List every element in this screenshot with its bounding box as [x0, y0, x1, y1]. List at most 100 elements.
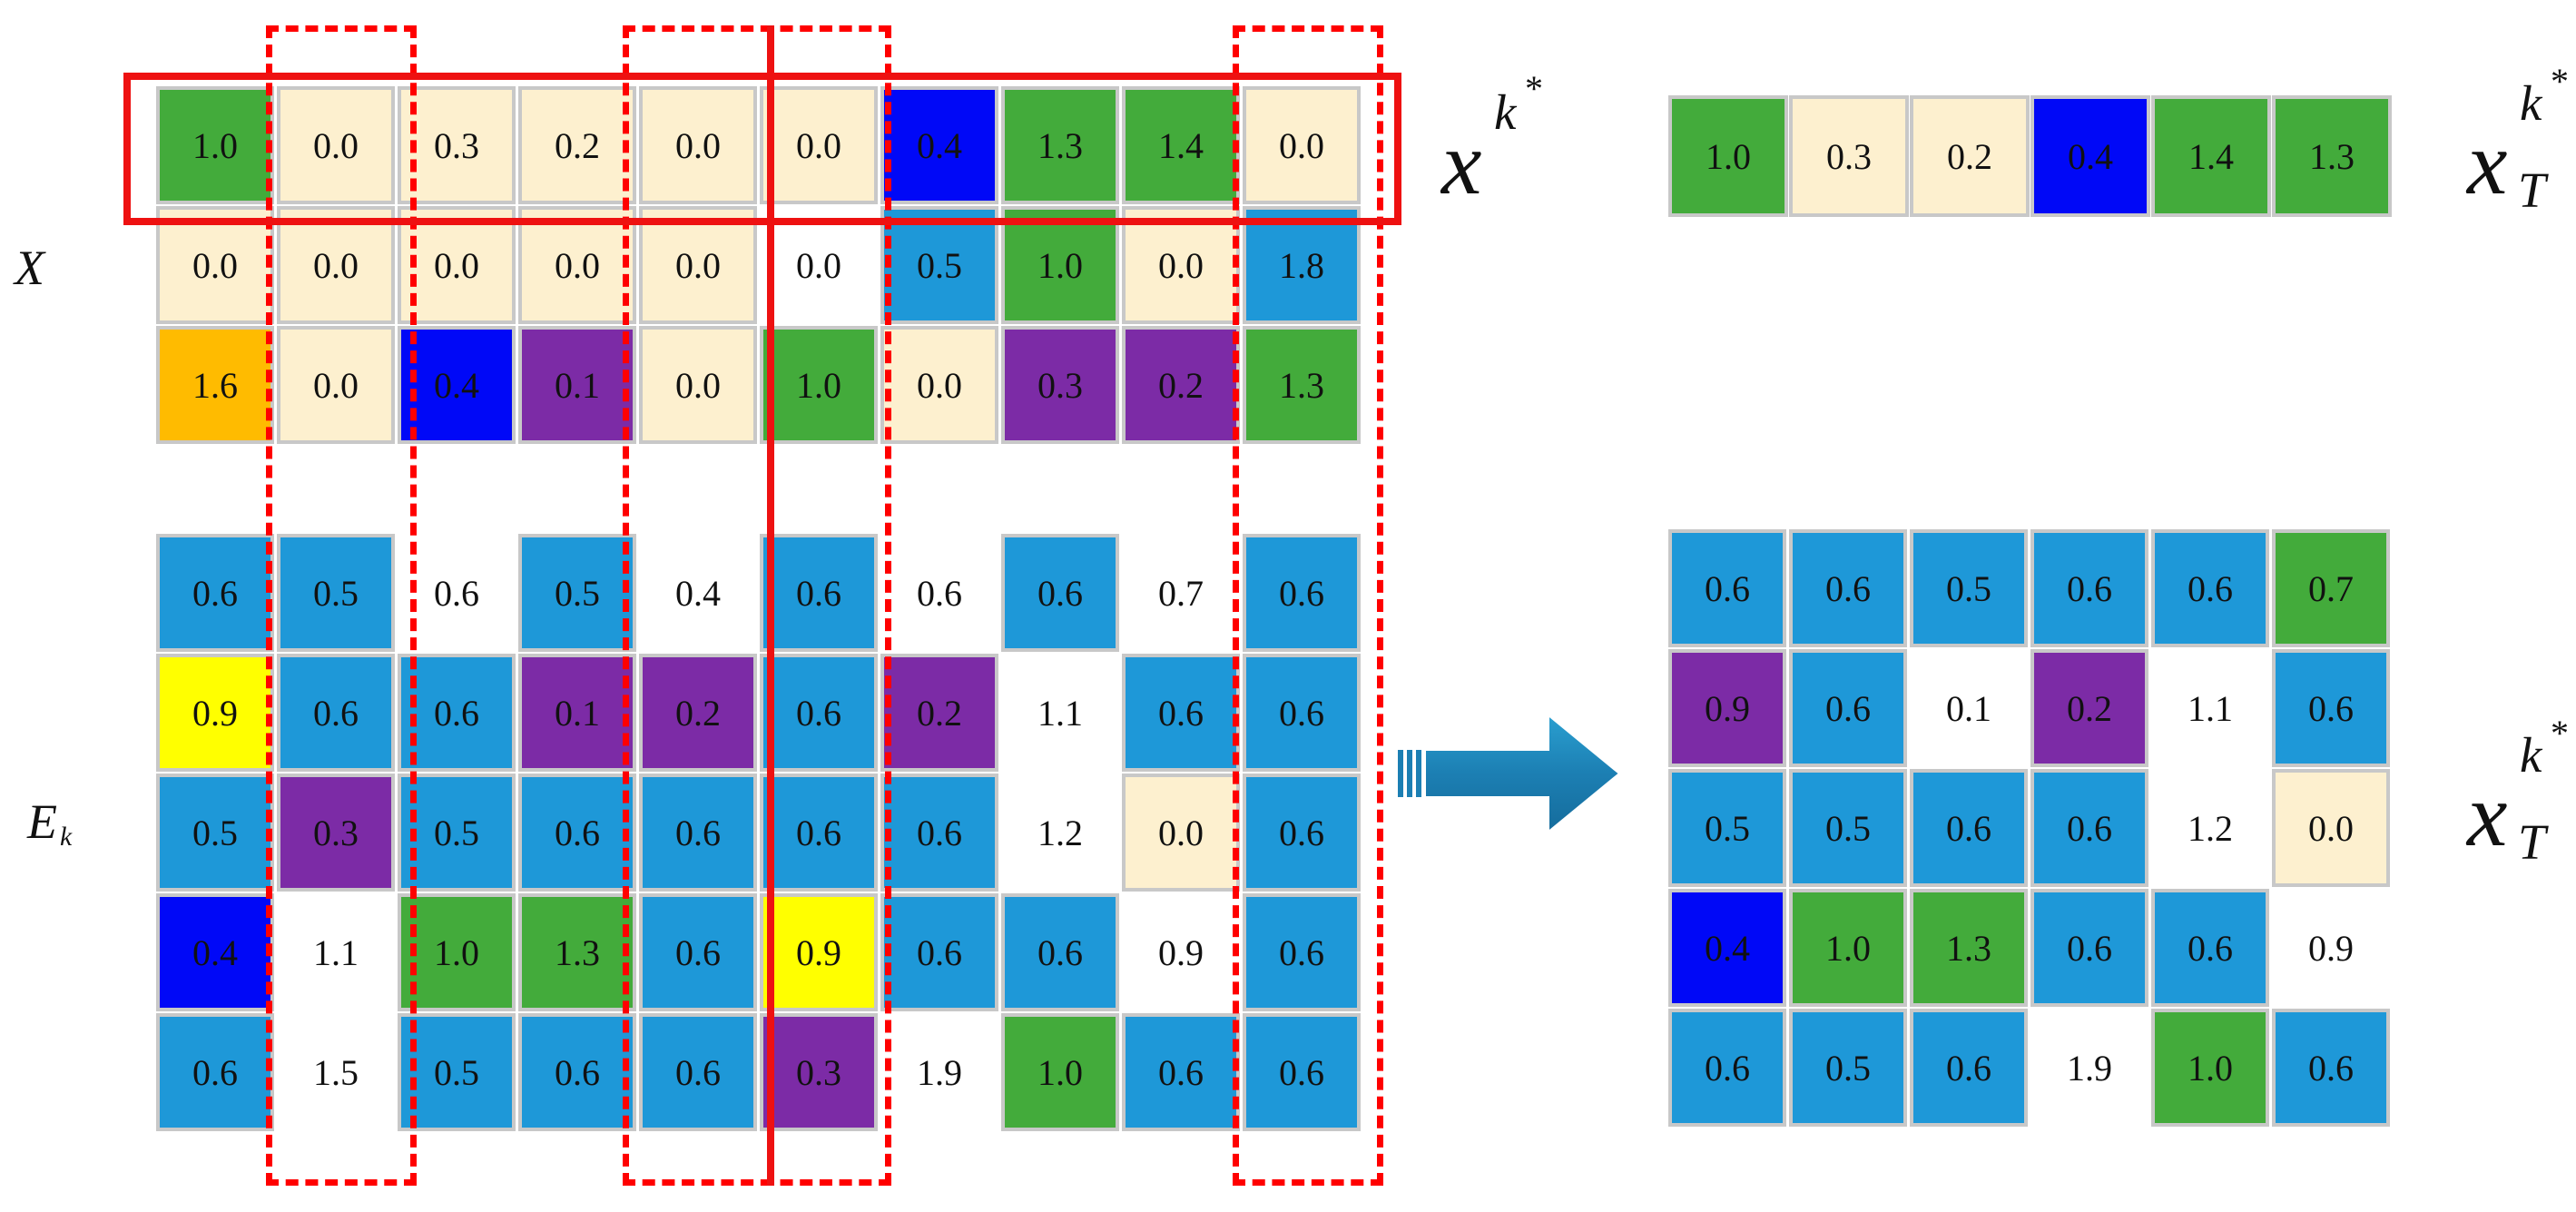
matrix-cell: 0.0 — [639, 326, 757, 444]
matrix-cell: 0.0 — [760, 206, 878, 324]
matrix-cell: 0.9 — [760, 893, 878, 1011]
xt-bottom-main: x — [2467, 764, 2508, 865]
xt-vector-label: x k * T — [2467, 64, 2576, 254]
matrix-cell: 1.3 — [1001, 86, 1119, 204]
matrix-cell: 0.4 — [639, 534, 757, 652]
matrix-cell: 0.6 — [1910, 769, 2028, 887]
matrix-cell: 0.9 — [1668, 649, 1786, 767]
matrix-cell: 1.2 — [2151, 769, 2269, 887]
matrix-cell: 0.2 — [1910, 95, 2030, 217]
xt-top-main: x — [2467, 113, 2508, 213]
matrix-cell: 0.6 — [880, 774, 998, 892]
selected-column-box — [623, 25, 891, 1186]
matrix-cell: 0.6 — [1789, 529, 1907, 647]
matrix-cell: 0.5 — [398, 774, 516, 892]
matrix-cell: 0.3 — [1001, 326, 1119, 444]
matrix-cell: 0.0 — [518, 206, 636, 324]
matrix-cell: 0.1 — [518, 326, 636, 444]
matrix-cell: 0.6 — [1910, 1009, 2028, 1127]
ek-label-subscript: k — [60, 823, 73, 852]
x-k-star-superscript: k — [1494, 84, 1517, 140]
matrix-cell: 1.6 — [156, 326, 274, 444]
matrix-cell: 1.9 — [880, 1013, 998, 1131]
matrix-cell: 0.9 — [1122, 893, 1240, 1011]
matrix-cell: 1.0 — [2151, 1009, 2269, 1127]
matrix-cell: 0.5 — [277, 534, 395, 652]
matrix-cell: 0.2 — [1122, 326, 1240, 444]
matrix-cell: 0.6 — [880, 534, 998, 652]
matrix-cell: 0.4 — [156, 893, 274, 1011]
matrix-cell: 0.4 — [398, 326, 516, 444]
matrix-cell: 0.6 — [1001, 534, 1119, 652]
matrix-cell: 0.6 — [2272, 649, 2390, 767]
matrix-cell: 0.9 — [2272, 889, 2390, 1007]
matrix-cell: 1.0 — [760, 326, 878, 444]
matrix-cell: 0.6 — [1243, 654, 1361, 772]
matrix-cell: 0.6 — [760, 534, 878, 652]
matrix-cell: 0.5 — [1789, 769, 1907, 887]
xt-matrix-label: x k * T — [2467, 715, 2576, 906]
matrix-cell: 1.3 — [1910, 889, 2028, 1007]
right-arrow-icon — [1398, 713, 1621, 834]
matrix-cell: 0.6 — [1789, 649, 1907, 767]
matrix-cell: 1.0 — [398, 893, 516, 1011]
matrix-cell: 0.6 — [1668, 1009, 1786, 1127]
matrix-cell: 0.5 — [518, 534, 636, 652]
matrix-cell: 0.6 — [1122, 1013, 1240, 1131]
matrix-cell: 0.4 — [2030, 95, 2150, 217]
matrix-cell: 0.5 — [1910, 529, 2028, 647]
matrix-cell: 0.6 — [518, 774, 636, 892]
matrix-cell: 0.9 — [156, 654, 274, 772]
xt-bottom-subscript: T — [2518, 814, 2546, 870]
x-k-star-label: x k * — [1441, 71, 1568, 227]
xt-bottom-superscript: k — [2520, 727, 2542, 783]
matrix-cell: 0.1 — [1910, 649, 2028, 767]
matrix-cell: 1.0 — [1668, 95, 1788, 217]
matrix-cell: 0.6 — [1122, 654, 1240, 772]
x-k-star-main: x — [1441, 113, 1482, 213]
matrix-cell: 0.4 — [880, 86, 998, 204]
matrix-cell: 1.3 — [1243, 326, 1361, 444]
matrix-cell: 0.6 — [398, 534, 516, 652]
matrix-cell: 0.6 — [2151, 889, 2269, 1007]
x-matrix-label-text: X — [15, 241, 44, 295]
matrix-cell: 0.6 — [398, 654, 516, 772]
matrix-cell: 1.4 — [2151, 95, 2271, 217]
matrix-cell: 1.0 — [156, 86, 274, 204]
matrix-cell: 1.9 — [2030, 1009, 2148, 1127]
matrix-cell: 0.5 — [156, 774, 274, 892]
matrix-cell: 0.0 — [639, 86, 757, 204]
matrix-cell: 0.0 — [277, 206, 395, 324]
matrix-cell: 1.3 — [2272, 95, 2392, 217]
matrix-cell: 0.6 — [2272, 1009, 2390, 1127]
x-matrix-label: X — [15, 243, 44, 292]
matrix-cell: 1.2 — [1001, 774, 1119, 892]
matrix-cell: 0.1 — [518, 654, 636, 772]
x-k-star-asterisk: * — [1525, 68, 1543, 109]
matrix-cell: 0.7 — [1122, 534, 1240, 652]
matrix-cell: 0.0 — [1243, 86, 1361, 204]
matrix-cell: 0.6 — [2030, 769, 2148, 887]
matrix-cell: 0.0 — [760, 86, 878, 204]
matrix-cell: 0.6 — [1668, 529, 1786, 647]
matrix-cell: 0.3 — [277, 774, 395, 892]
matrix-cell: 0.6 — [639, 774, 757, 892]
xt-top-asterisk: * — [2551, 61, 2569, 102]
matrix-cell: 0.5 — [1789, 1009, 1907, 1127]
matrix-cell: 1.4 — [1122, 86, 1240, 204]
matrix-cell: 0.6 — [880, 893, 998, 1011]
matrix-cell: 0.6 — [639, 1013, 757, 1131]
matrix-cell: 0.5 — [398, 1013, 516, 1131]
matrix-cell: 0.6 — [1243, 893, 1361, 1011]
matrix-cell: 1.8 — [1243, 206, 1361, 324]
matrix-cell: 0.2 — [639, 654, 757, 772]
matrix-cell: 0.5 — [1668, 769, 1786, 887]
matrix-cell: 1.5 — [277, 1013, 395, 1131]
matrix-cell: 0.0 — [2272, 769, 2390, 887]
matrix-cell: 0.0 — [880, 326, 998, 444]
matrix-cell: 0.6 — [1243, 534, 1361, 652]
matrix-cell: 0.6 — [760, 654, 878, 772]
xt-top-subscript: T — [2518, 163, 2546, 218]
xt-bottom-asterisk: * — [2551, 713, 2569, 754]
